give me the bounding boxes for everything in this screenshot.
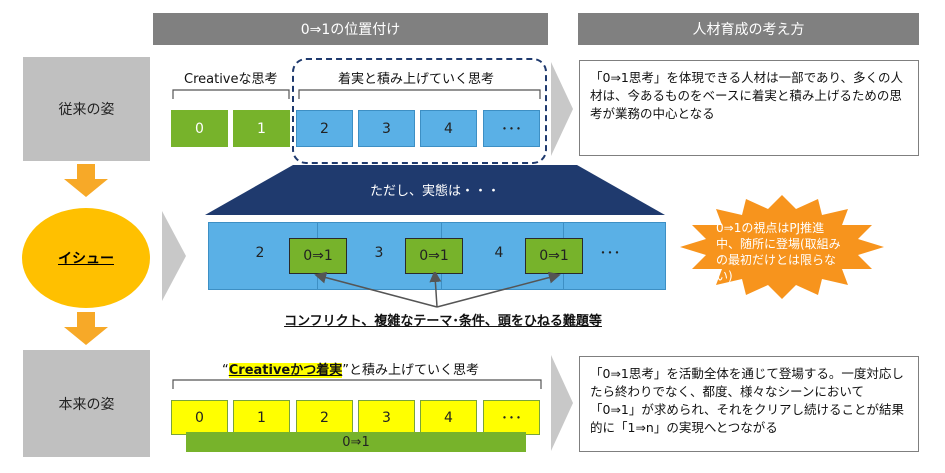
- ideal-caption-highlight: Creativeかつ着実: [228, 363, 343, 378]
- issue-step-label: 3: [374, 245, 384, 261]
- steady-caption: 着実と積み上げていく思考: [338, 72, 495, 87]
- note-conventional: 「0⇒1思考」を体現できる人材は一部であり、多くの人材は、今あるものをベースに着…: [579, 60, 919, 156]
- steady-highlight-frame: [292, 58, 547, 164]
- ideal-caption-rest: ”と積み上げていく思考: [342, 363, 480, 378]
- row-label-ideal: 本来の姿: [23, 350, 150, 457]
- reality-banner: ただし、実態は・・・: [369, 184, 500, 199]
- chevron-right-icon: [162, 211, 186, 301]
- burst-shape: [680, 195, 884, 299]
- step-box: 4: [420, 110, 477, 147]
- step-box: 3: [358, 400, 415, 435]
- issue-step-label: 2: [255, 245, 265, 261]
- step-box: 2: [296, 400, 353, 435]
- burst-text: 0⇒1の視点はPJ推進中、随所に登場(取組みの最初だけとは限らない): [716, 221, 841, 283]
- issue-step-label: 4: [494, 245, 504, 261]
- chevron-right-icon: [551, 355, 573, 451]
- step-box: 3: [358, 110, 415, 147]
- brace-creative: [172, 89, 290, 99]
- zero-to-one-box: 0⇒1: [525, 238, 583, 274]
- issue-circle: イシュー: [22, 208, 150, 308]
- row-label-conventional: 従来の姿: [23, 57, 150, 161]
- down-arrow-icon: [64, 164, 108, 197]
- step-box: ･･･: [483, 400, 540, 435]
- note-ideal: 「0⇒1思考」を活動全体を通じて登場する。一度対応したら終わりでなく、都度、様々…: [579, 356, 919, 452]
- chevron-right-icon: [551, 62, 573, 156]
- issue-label: イシュー: [58, 251, 114, 267]
- brace-steady: [298, 89, 541, 99]
- step-box: 2: [296, 110, 353, 147]
- header-talent: 人材育成の考え方: [578, 13, 919, 45]
- header-positioning: 0⇒1の位置付け: [153, 13, 548, 45]
- step-box: 0: [171, 400, 228, 435]
- down-arrow-icon: [64, 312, 108, 345]
- zero-to-one-bar: 0⇒1: [186, 432, 526, 452]
- brace-ideal: [172, 379, 542, 389]
- reality-trapezoid: [205, 165, 665, 215]
- conflict-caption: コンフリクト、複雑なテーマ･条件、頭をひねる難題等: [284, 314, 602, 329]
- zero-to-one-box: 0⇒1: [405, 238, 463, 274]
- step-box: 0: [171, 110, 228, 147]
- issue-step-label: ･･･: [599, 246, 621, 262]
- conflict-arrows: [314, 272, 561, 308]
- step-box: 1: [233, 400, 290, 435]
- step-box: ･･･: [483, 110, 540, 147]
- quote-open: “: [222, 363, 229, 378]
- ideal-caption: “Creativeかつ着実”と積み上げていく思考: [222, 359, 479, 378]
- creative-caption: Creativeな思考: [184, 72, 278, 87]
- step-box: 4: [420, 400, 477, 435]
- step-box: 1: [233, 110, 290, 147]
- zero-to-one-box: 0⇒1: [289, 238, 347, 274]
